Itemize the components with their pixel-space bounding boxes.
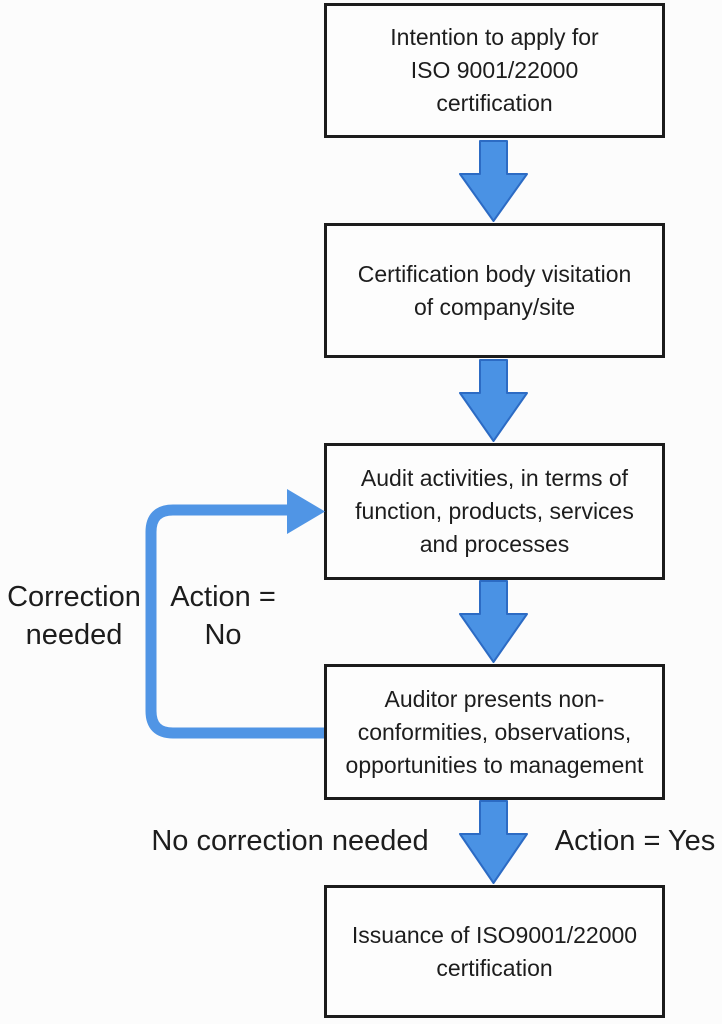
flow-node-intention-label: Intention to apply for ISO 9001/22000 ce…	[390, 24, 599, 116]
edge-label-action-yes: Action = Yes	[554, 825, 716, 857]
down-arrow-icon	[459, 359, 528, 442]
feedback-loop-arrowhead-icon	[287, 489, 325, 534]
flow-node-auditor-findings: Auditor presents non- conformities, obse…	[324, 664, 665, 800]
flow-node-audit-activities-label: Audit activities, in terms of function, …	[355, 465, 634, 557]
flow-node-auditor-findings-label: Auditor presents non- conformities, obse…	[345, 685, 644, 778]
flow-node-issuance: Issuance of ISO9001/22000 certification	[324, 885, 665, 1018]
flow-node-visitation-label: Certification body visitation of company…	[357, 260, 632, 320]
down-arrow-icon	[459, 800, 528, 884]
down-arrow-icon	[459, 580, 528, 663]
down-arrow-icon	[459, 140, 528, 222]
edge-label-correction-needed: Correction needed	[7, 581, 141, 651]
edge-label-no-correction-needed: No correction needed	[151, 825, 429, 857]
flow-node-visitation: Certification body visitation of company…	[324, 223, 665, 358]
flow-node-audit-activities: Audit activities, in terms of function, …	[324, 443, 665, 580]
flow-node-intention: Intention to apply for ISO 9001/22000 ce…	[324, 3, 665, 138]
flow-node-issuance-label: Issuance of ISO9001/22000 certification	[351, 921, 638, 981]
edge-label-action-no: Action = No	[170, 581, 276, 651]
